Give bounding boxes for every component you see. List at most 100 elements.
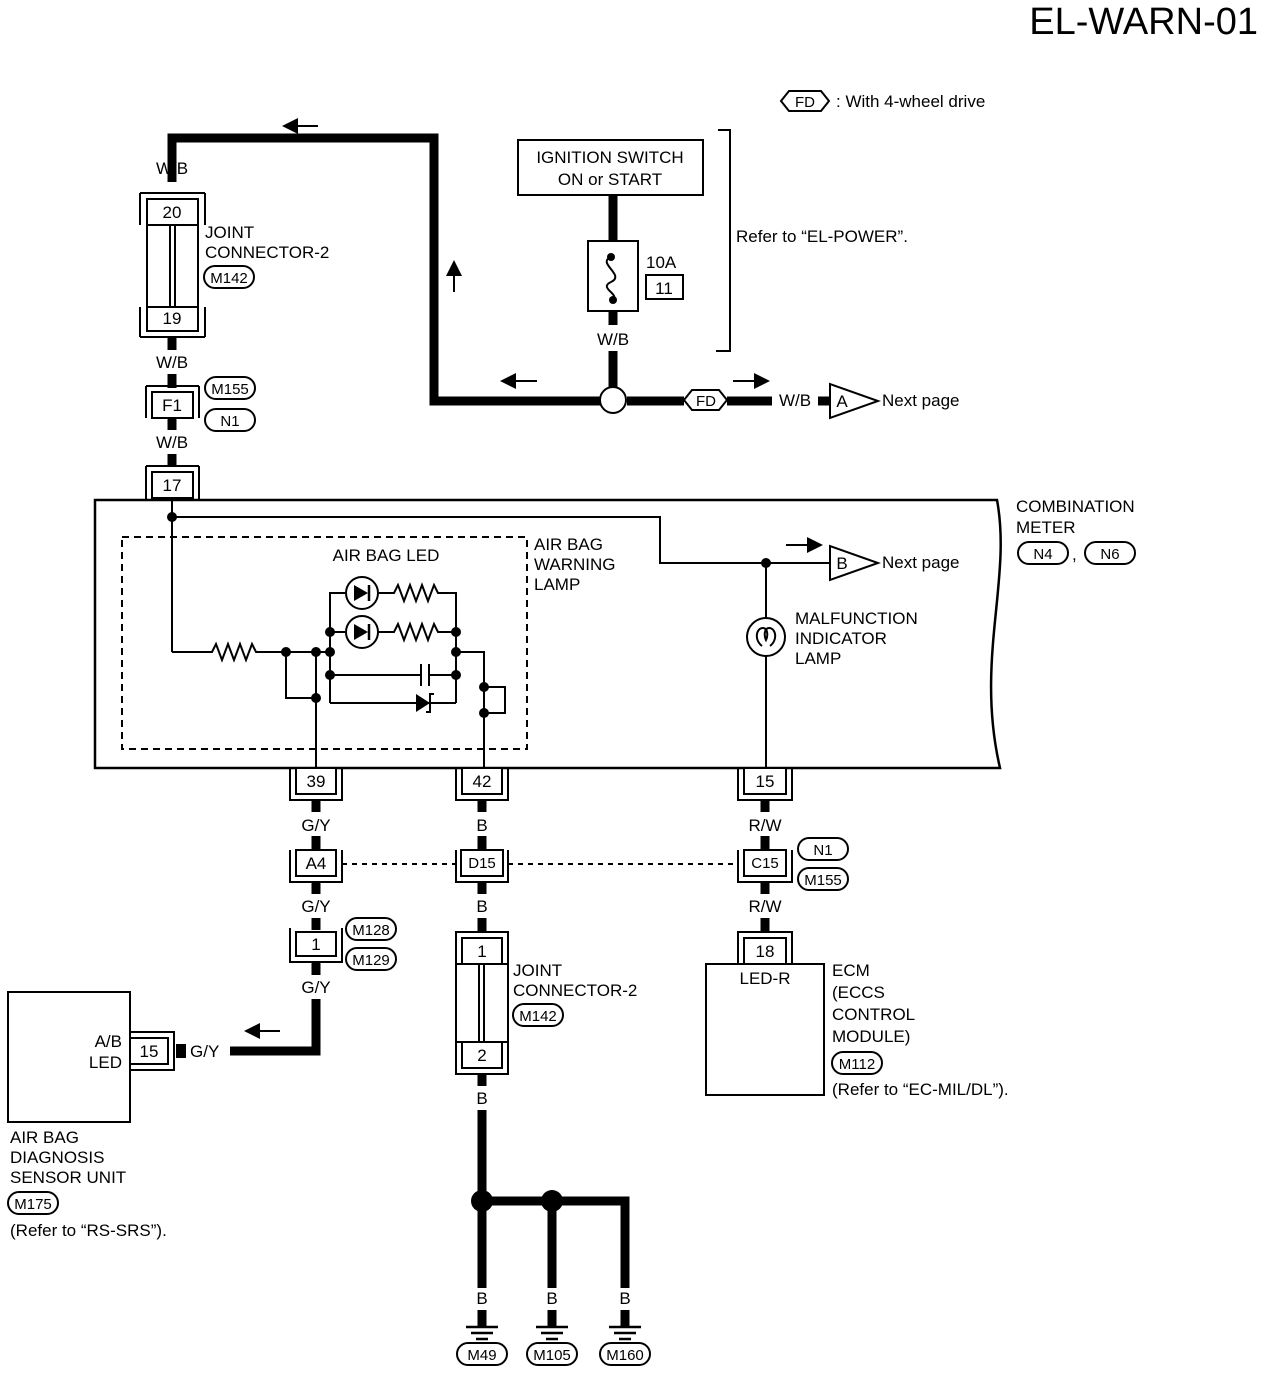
airbag-lamp-line3: LAMP xyxy=(534,575,580,594)
ecm-terminal: LED-R xyxy=(739,969,790,988)
wire-label-b-g1: B xyxy=(476,1289,487,1308)
joint-connector-bottom: 1 2 JOINT CONNECTOR-2 M142 xyxy=(455,931,637,1075)
conn-c15: C15 xyxy=(751,855,779,872)
airbag-lamp-line1: AIR BAG xyxy=(534,535,603,554)
ground-m49: M49 xyxy=(456,1310,508,1366)
wire-label-rw-1: R/W xyxy=(748,816,781,835)
ignition-switch: IGNITION SWITCH ON or START xyxy=(517,139,704,196)
ecm-code: M112 xyxy=(839,1056,875,1073)
wires-mid xyxy=(311,882,770,932)
meter-pin-15: 15 xyxy=(737,767,793,801)
sensor-line2: DIAGNOSIS xyxy=(10,1148,104,1167)
wire-label-wb-1: W/B xyxy=(156,159,188,178)
mil-line1: MALFUNCTION xyxy=(795,609,918,628)
joint-top-line2: CONNECTOR-2 xyxy=(205,243,329,262)
wire-label-gy-2: G/Y xyxy=(301,897,330,916)
connector-m128: 1 M128 M129 xyxy=(289,917,397,971)
wire-label-b-3: B xyxy=(476,1089,487,1108)
wire-label-wb-fuse: W/B xyxy=(597,330,629,349)
wire-label-wb-3: W/B xyxy=(156,433,188,452)
connector-f1: F1 M155 N1 xyxy=(145,376,256,432)
f1-code2: N1 xyxy=(220,413,239,430)
ground-code-m160: M160 xyxy=(606,1347,644,1364)
meter-code1: N4 xyxy=(1033,546,1052,563)
conn-c15-code2: M155 xyxy=(804,872,842,889)
fuse-rating: 10A xyxy=(646,253,677,272)
joint-top-line1: JOINT xyxy=(205,223,254,242)
legend-text: : With 4-wheel drive xyxy=(836,92,985,111)
meter-internal-wiring xyxy=(167,500,830,768)
fuse-number: 11 xyxy=(655,279,673,298)
ecm-line4: MODULE) xyxy=(832,1027,910,1046)
m128-code1: M128 xyxy=(352,922,390,939)
fuse-10a: 10A 11 xyxy=(587,240,684,312)
combination-meter: COMBINATION METER N4 , N6 xyxy=(93,497,1136,770)
airbag-lamp-line2: WARNING xyxy=(534,555,616,574)
next-page-a: A Next page xyxy=(829,382,960,420)
meter-pin42-label: 42 xyxy=(473,772,492,791)
joint-bottom-line2: CONNECTOR-2 xyxy=(513,981,637,1000)
wire-label-wb-2: W/B xyxy=(156,353,188,372)
wire-label-b-2: B xyxy=(476,897,487,916)
next-page-a-label: Next page xyxy=(882,391,960,410)
airbag-led-label: AIR BAG LED xyxy=(333,546,440,565)
meter-code2: N6 xyxy=(1100,546,1119,563)
ignition-line2: ON or START xyxy=(558,170,662,189)
refer-power: Refer to “EL-POWER”. xyxy=(736,227,908,246)
mil-line3: LAMP xyxy=(795,649,841,668)
legend-fd: FD : With 4-wheel drive xyxy=(779,90,985,112)
meter-pin17-label: 17 xyxy=(163,476,182,495)
wire-label-gy-4: G/Y xyxy=(190,1042,219,1061)
meter-code-sep: , xyxy=(1072,545,1077,564)
sensor-line1: AIR BAG xyxy=(10,1128,79,1147)
ecm-line1: ECM xyxy=(832,961,870,980)
ignition-line1: IGNITION SWITCH xyxy=(536,148,683,167)
airbag-sensor-unit: A/B LED 15 AIR BAG DIAGNOSIS SENSOR UNIT… xyxy=(7,991,175,1240)
sensor-line3: SENSOR UNIT xyxy=(10,1168,126,1187)
next-page-b-label: Next page xyxy=(882,553,960,572)
conn-d15: D15 xyxy=(468,855,496,872)
meter-line1: COMBINATION xyxy=(1016,497,1135,516)
ground-code-m105: M105 xyxy=(533,1347,571,1364)
f1-pin: F1 xyxy=(162,396,182,415)
meter-pin-39: 39 xyxy=(289,767,343,801)
joint-bottom-pin1: 1 xyxy=(477,942,486,961)
meter-line2: METER xyxy=(1016,518,1076,537)
f1-code1: M155 xyxy=(211,381,249,398)
malfunction-lamp: MALFUNCTION INDICATOR LAMP xyxy=(746,609,918,668)
sensor-refer: (Refer to “RS-SRS”). xyxy=(10,1221,167,1240)
sensor-led2: LED xyxy=(89,1053,122,1072)
mid-connectors: A4 D15 C15 N1 M155 xyxy=(289,837,849,891)
ground-wiring xyxy=(471,1110,630,1288)
wire-label-b-1: B xyxy=(476,816,487,835)
m128-pin: 1 xyxy=(311,935,320,954)
wire-label-gy-1: G/Y xyxy=(301,816,330,835)
conn-a4: A4 xyxy=(306,854,327,873)
sensor-led1: A/B xyxy=(95,1032,122,1051)
fd-inline-connector: FD xyxy=(682,389,729,411)
wire-label-gy-3: G/Y xyxy=(301,978,330,997)
ground-m160: M160 xyxy=(599,1310,651,1366)
ground-code-m49: M49 xyxy=(467,1347,496,1364)
meter-pin39-label: 39 xyxy=(307,772,326,791)
wires-below-meter xyxy=(311,800,770,850)
joint-connector-top: 20 19 JOINT CONNECTOR-2 M142 xyxy=(139,192,329,338)
joint-top-pin19: 19 xyxy=(163,309,182,328)
ecm-refer: (Refer to “EC-MIL/DL”). xyxy=(832,1080,1009,1099)
ground-m105: M105 xyxy=(526,1310,578,1366)
sensor-code: M175 xyxy=(14,1196,52,1213)
ecm-unit: 18 LED-R ECM (ECCS CONTROL MODULE) M112 … xyxy=(705,931,1009,1099)
ecm-line3: CONTROL xyxy=(832,1005,915,1024)
wire-wb-top xyxy=(167,118,830,414)
fd-inline-code: FD xyxy=(696,393,716,410)
ref-a-label: A xyxy=(836,392,848,411)
joint-top-pin20: 20 xyxy=(163,203,182,222)
meter-pin-42: 42 xyxy=(455,767,509,801)
diagram-title: EL-WARN-01 xyxy=(1029,1,1258,43)
ecm-line2: (ECCS xyxy=(832,983,885,1002)
wire-label-wb-right: W/B xyxy=(779,391,811,410)
conn-c15-code1: N1 xyxy=(813,842,832,859)
joint-bottom-line1: JOINT xyxy=(513,961,562,980)
meter-pin-17: 17 xyxy=(145,465,200,500)
